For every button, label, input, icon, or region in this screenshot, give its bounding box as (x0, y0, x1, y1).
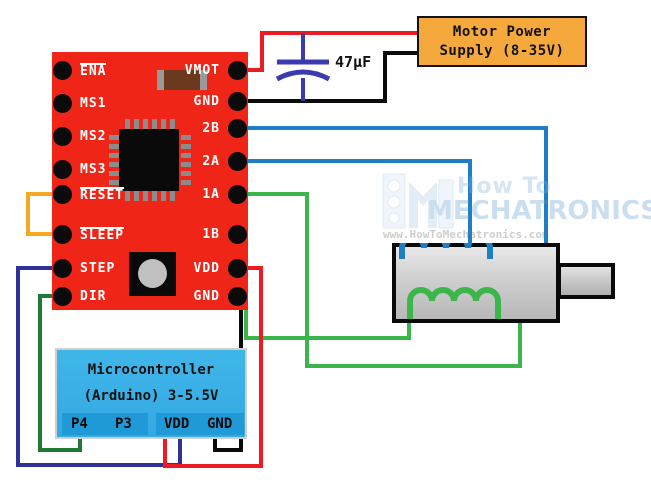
label-gnd-bottom: GND (193, 289, 220, 304)
label-vdd: VDD (193, 261, 220, 276)
mcu-pin-vdd[interactable]: VDD (164, 416, 190, 432)
motor-coils (399, 243, 501, 319)
microcontroller-board: Microcontroller (Arduino) 3-5.5V P4 P3 V… (55, 348, 247, 439)
watermark-line-1: How To (457, 174, 552, 199)
howtomechatronics-logo-icon (382, 173, 454, 229)
label-ena: ENA (80, 63, 107, 79)
mcu-line-2: (Arduino) 3-5.5V (83, 388, 219, 404)
pin-vdd[interactable] (228, 259, 247, 278)
pin-2a[interactable] (228, 152, 247, 171)
mcu-line-1: Microcontroller (87, 362, 215, 378)
label-reset: RESET (80, 187, 125, 203)
label-ms3: MS3 (80, 162, 107, 177)
label-2a: 2A (202, 154, 220, 169)
pin-reset[interactable] (53, 185, 72, 204)
wire-vdd-to-mcu-vdd (163, 266, 263, 468)
a4988-driver-board: ENA MS1 MS2 MS3 RESET SLEEP STEP DIR VMO… (52, 52, 248, 310)
mcu-pin-gnd[interactable]: GND (207, 416, 233, 432)
label-1a: 1A (202, 187, 220, 202)
watermark-url: www.HowToMechatronics.com (383, 228, 549, 241)
label-1b: 1B (202, 227, 220, 242)
watermark: How To MECHATRONICS www.HowToMechatronic… (381, 172, 651, 248)
pin-1b[interactable] (228, 225, 247, 244)
pin-vmot[interactable] (228, 61, 247, 80)
pin-2b[interactable] (228, 119, 247, 138)
label-ms1: MS1 (80, 96, 107, 111)
motor-coil-b-winding (407, 287, 501, 319)
mcu-pin-header-right (156, 413, 244, 435)
psu-line-2: Supply (8-35V) (439, 42, 565, 59)
stepper-motor-body (392, 243, 560, 323)
pin-dir[interactable] (53, 287, 72, 306)
wire-step-to-p3 (16, 266, 182, 467)
label-dir: DIR (80, 289, 107, 304)
wire-vmot-to-psu (238, 31, 419, 72)
label-sleep: SLEEP (80, 227, 125, 243)
pin-gnd-bottom[interactable] (228, 287, 247, 306)
motor-shaft (557, 263, 615, 299)
wire-reset-sleep-jumper (26, 192, 62, 236)
pin-ms1[interactable] (53, 94, 72, 113)
pin-step[interactable] (53, 259, 72, 278)
wire-1a-to-motor-coil-b (238, 192, 522, 368)
label-gnd-top: GND (193, 94, 220, 109)
label-ms2: MS2 (80, 129, 107, 144)
mcu-pin-p3[interactable]: P3 (115, 416, 132, 432)
motor-power-supply-box: Motor Power Supply (8-35V) (417, 16, 587, 67)
smd-component (157, 70, 207, 90)
potentiometer-knob[interactable] (138, 259, 167, 288)
driver-ic-chip (119, 129, 179, 191)
label-vmot: VMOT (184, 63, 220, 78)
ic-chip-pins (109, 119, 191, 201)
label-2b: 2B (202, 121, 220, 136)
wire-2a-to-motor-coil-a (238, 159, 472, 258)
wire-dir-to-p4 (38, 294, 82, 452)
pin-sleep[interactable] (53, 225, 72, 244)
pin-ena[interactable] (53, 61, 72, 80)
motor-coil-a-winding (399, 243, 493, 259)
watermark-line-2: MECHATRONICS (427, 196, 651, 226)
label-step: STEP (80, 261, 116, 276)
pin-ms3[interactable] (53, 160, 72, 179)
wire-gnd-to-psu (238, 51, 419, 103)
pin-ms2[interactable] (53, 127, 72, 146)
mcu-pin-p4[interactable]: P4 (71, 416, 88, 432)
capacitor-symbol (275, 59, 331, 82)
current-limit-potentiometer[interactable] (129, 252, 176, 296)
pin-1a[interactable] (228, 185, 247, 204)
wire-1b-to-motor-coil-b (238, 232, 411, 340)
capacitor-value-label: 47µF (335, 53, 372, 71)
psu-line-1: Motor Power (452, 24, 552, 41)
pin-gnd-top[interactable] (228, 92, 247, 111)
mcu-pin-header-left (62, 413, 148, 435)
